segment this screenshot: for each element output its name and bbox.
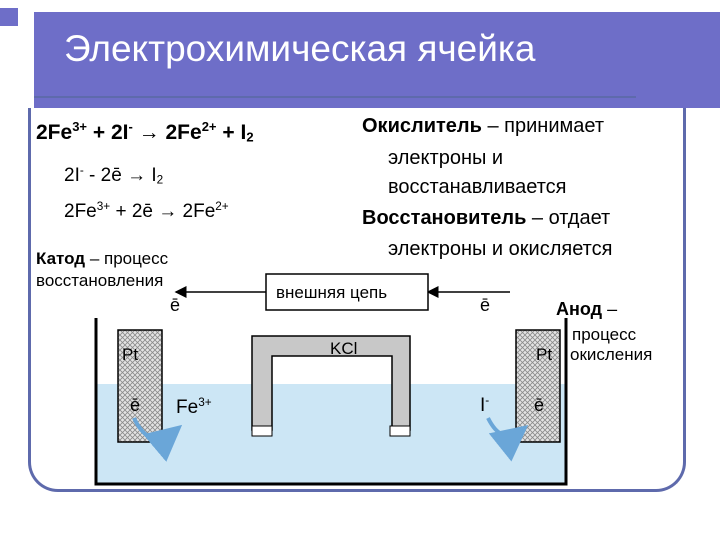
half1-sup1: - xyxy=(79,163,84,177)
reaction-sup1: 3+ xyxy=(72,119,88,135)
half-reaction-2: 2Fe3+ + 2ē → 2Fe2+ xyxy=(64,199,229,222)
reducer-definition-line1: Восстановитель – отдает xyxy=(362,208,610,228)
salt-bridge-label: KCl xyxy=(330,339,358,358)
half2-part1: 2Fe xyxy=(64,201,97,222)
reaction-part2: + 2I xyxy=(87,121,129,144)
anode-label-line1: Анод – xyxy=(556,300,617,318)
oxidizer-definition-line2: электроны и xyxy=(388,147,504,169)
half1-part2: - 2ē → I xyxy=(83,165,157,186)
anode-label-line2: процесс xyxy=(572,325,637,344)
slide-title: Электрохимическая ячейка xyxy=(64,28,536,69)
reaction-part3: → 2Fe xyxy=(132,121,202,144)
title-bar-corner xyxy=(0,8,18,26)
title-bar xyxy=(34,12,720,108)
title-separator xyxy=(34,96,636,98)
cathode-term: Катод xyxy=(36,249,86,268)
arrow-right-electron xyxy=(486,417,529,462)
electron-label-right-wire: ē xyxy=(480,295,491,315)
half2-sup1: 3+ xyxy=(96,199,111,213)
electrode-left-label: Pt xyxy=(122,345,139,364)
salt-bridge-plug-left xyxy=(251,425,273,437)
electrode-right-label: Pt xyxy=(536,345,553,364)
reducer-definition-line2: электроны и окисляется xyxy=(388,238,613,260)
electron-label-left-wire: ē xyxy=(170,295,181,315)
oxidizer-definition-line3: восстанавливается xyxy=(388,176,567,198)
anode-dash: – xyxy=(602,299,618,319)
reducer-term: Восстановитель xyxy=(362,207,527,229)
half2-part2: + 2ē → 2Fe xyxy=(110,201,216,222)
beaker xyxy=(94,318,568,486)
external-circuit-label: внешняя цепь xyxy=(276,283,388,302)
electron-label-right-electrode: ē xyxy=(534,395,545,415)
half1-sub2: 2 xyxy=(156,173,164,187)
oxidizer-definition-line1: Окислитель – принимает xyxy=(362,116,604,136)
anode-label-line3: окисления xyxy=(570,345,653,364)
cathode-text1: – процесс xyxy=(85,249,169,268)
oxidizer-term: Окислитель xyxy=(362,115,482,137)
left-ion-label: Fe3+ xyxy=(176,395,212,418)
electrode-right xyxy=(515,329,561,443)
reaction-sup2: - xyxy=(128,119,133,135)
solution xyxy=(96,384,566,484)
half-reaction-1: 2I- - 2ē → I2 xyxy=(64,163,164,187)
reaction-part1: 2Fe xyxy=(36,121,73,144)
external-circuit-box xyxy=(265,273,429,311)
right-ion-base: I xyxy=(480,395,486,416)
cathode-label-line1: Катод – процесс xyxy=(36,250,168,267)
oxidizer-text1: – принимает xyxy=(481,115,604,137)
reaction-sub4: 2 xyxy=(246,129,254,145)
reaction-part4: + I xyxy=(216,121,247,144)
anode-term: Анод xyxy=(556,299,603,319)
cathode-label-line2: восстановления xyxy=(36,271,164,290)
electrode-left xyxy=(117,329,163,443)
left-ion-charge: 3+ xyxy=(198,395,212,409)
half2-sup2: 2+ xyxy=(215,199,229,213)
left-ion-base: Fe xyxy=(176,397,199,418)
reducer-text1: – отдает xyxy=(526,207,611,229)
electron-label-left-electrode: ē xyxy=(130,395,141,415)
main-reaction: 2Fe3+ + 2I- → 2Fe2+ + I2 xyxy=(36,119,254,145)
reaction-sup3: 2+ xyxy=(201,119,217,135)
salt-bridge-plug-right xyxy=(389,425,411,437)
half1-part1: 2I xyxy=(64,165,80,186)
arrow-left-electron xyxy=(132,417,183,462)
right-ion-charge: - xyxy=(485,393,490,407)
right-ion-label: I- xyxy=(480,393,490,416)
